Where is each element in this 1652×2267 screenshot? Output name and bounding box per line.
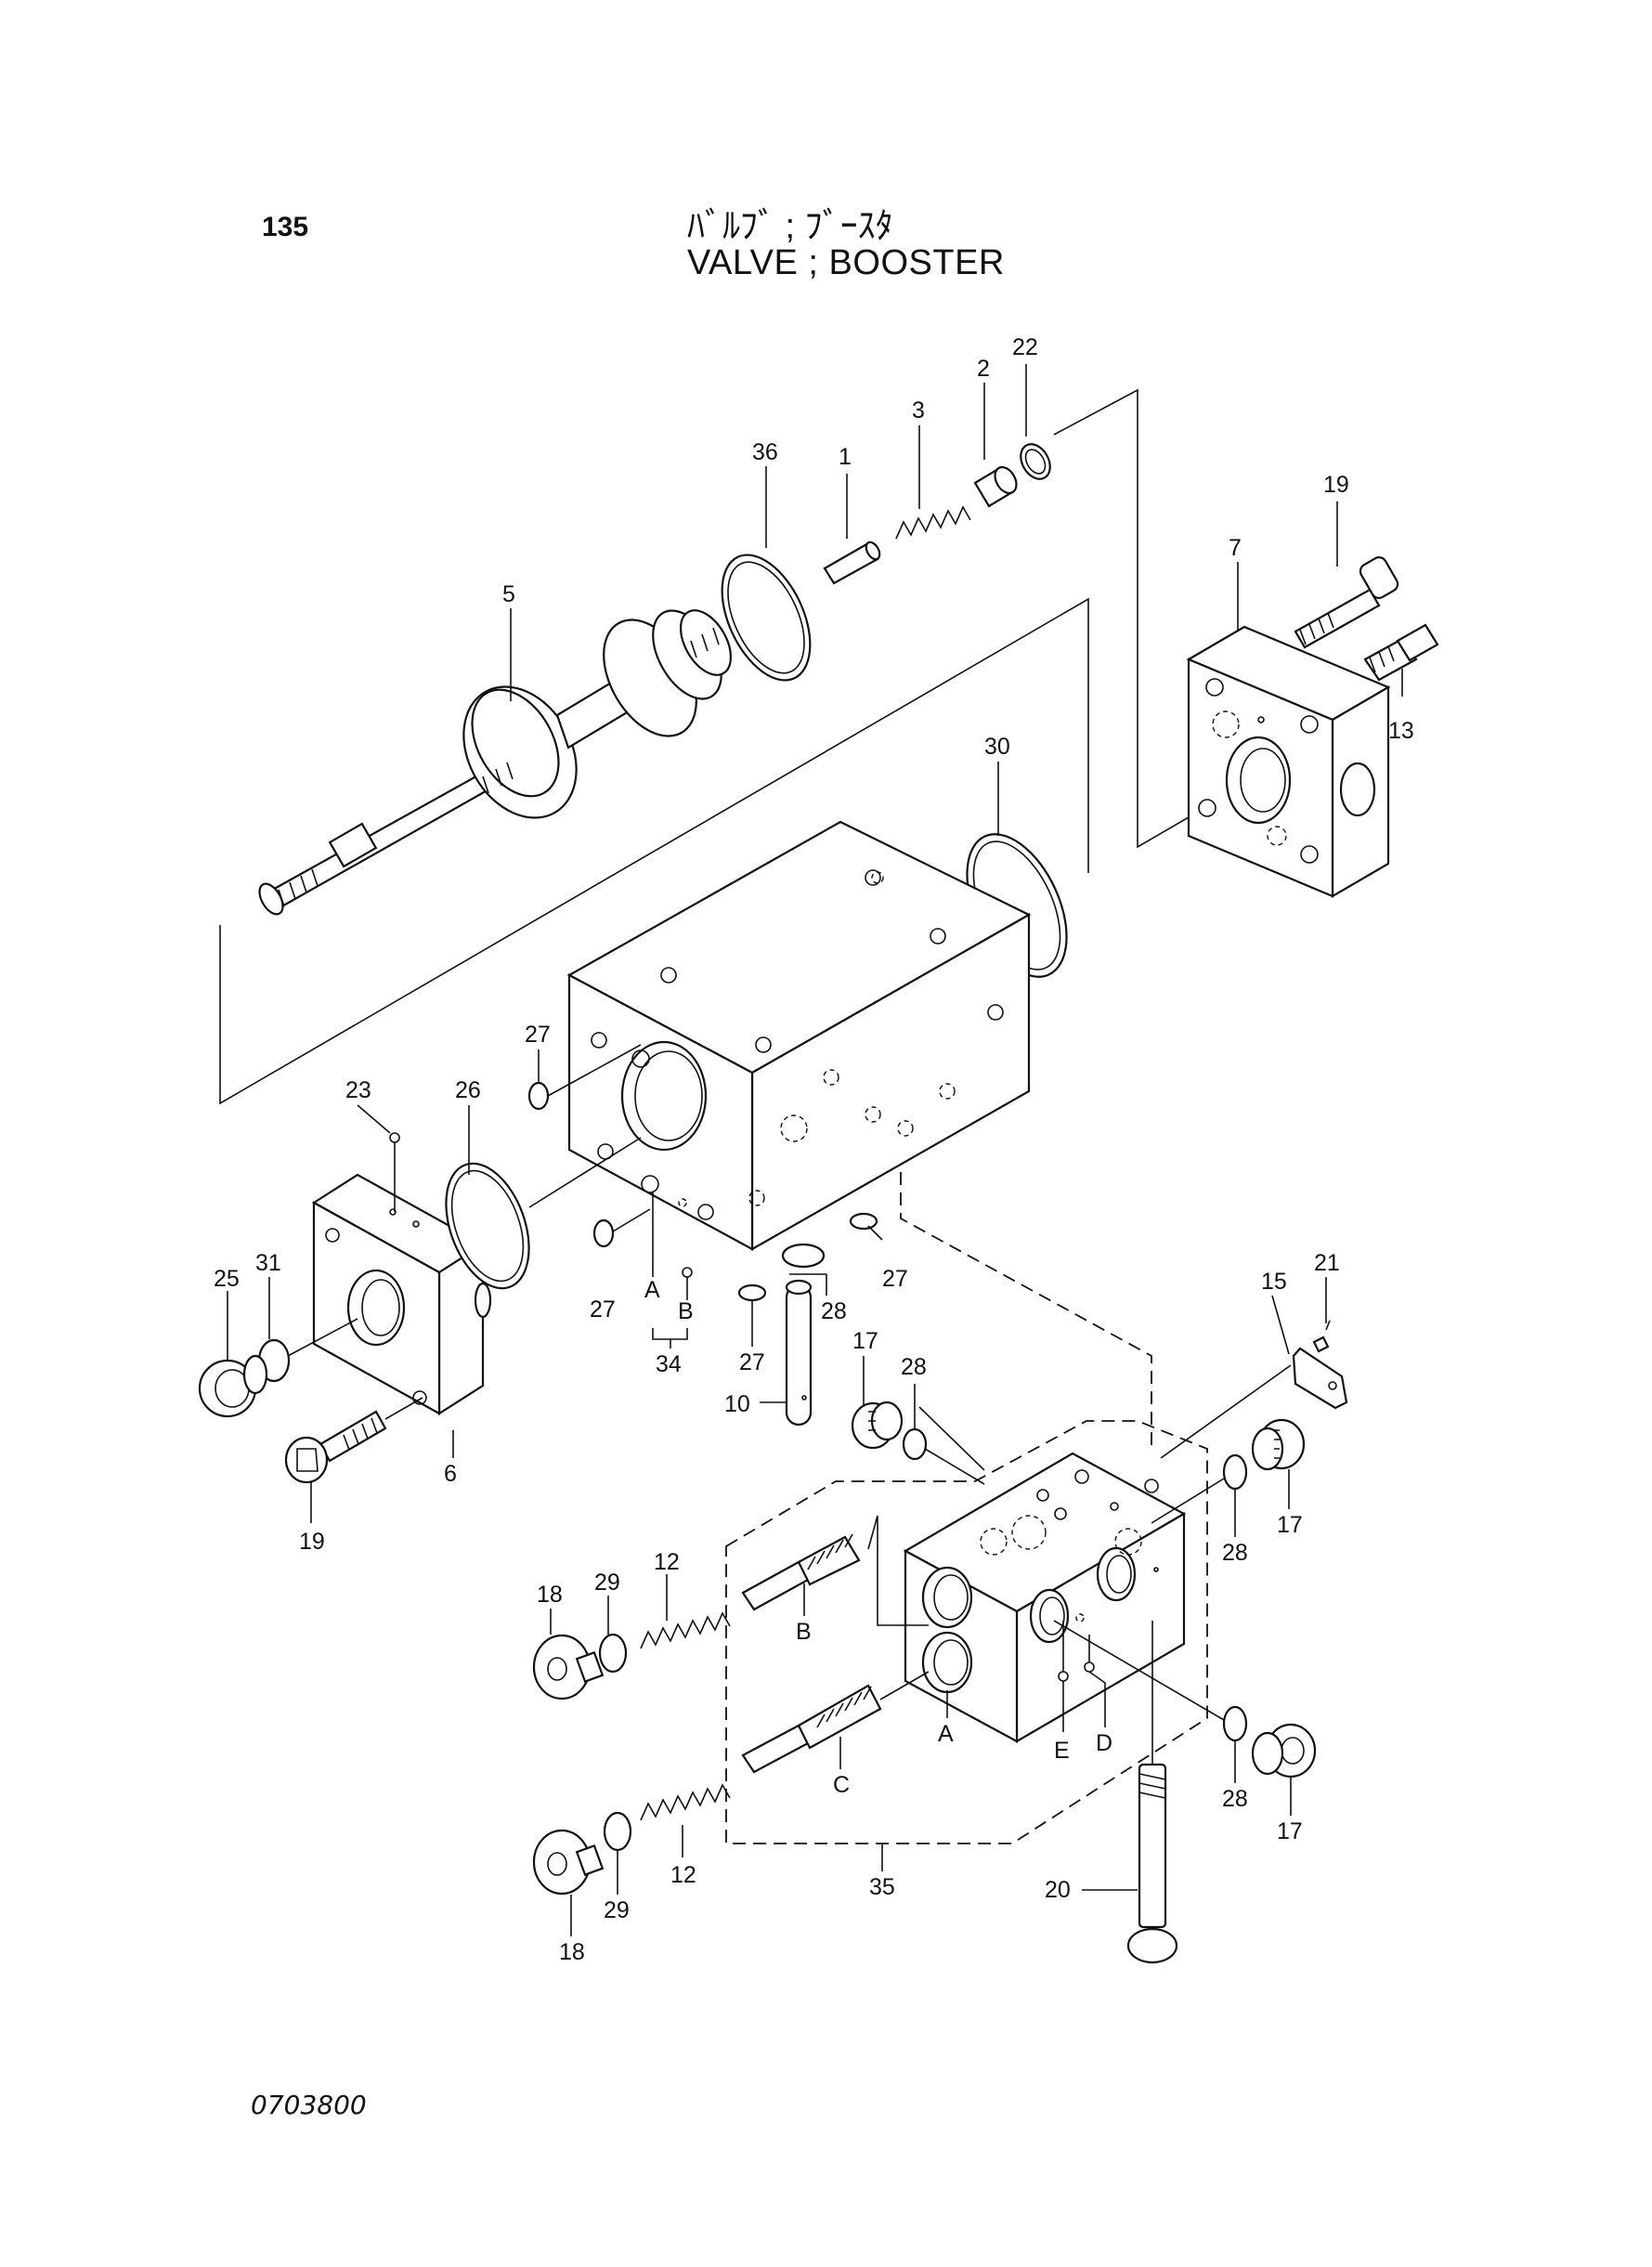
callout-2: 2 [977,356,990,382]
callout-19-lower: 19 [299,1529,325,1555]
bolt-part-20 [1126,1621,1178,1964]
spring-part-12-upper [640,1611,731,1649]
port-label-a-lower: A [938,1721,954,1747]
callout-5: 5 [502,581,515,607]
callout-15: 15 [1261,1269,1287,1295]
port-label-d: D [1096,1730,1112,1756]
port-label-e: E [1054,1738,1070,1764]
valve-assembly-boundary-part-35 [725,1420,1208,1844]
callout-20: 20 [1045,1877,1071,1903]
o-ring-part-28-b [1222,1453,1248,1491]
plug-part-17-right-upper [1251,1418,1306,1471]
callout-12-upper: 12 [654,1549,680,1575]
spring-part-3 [895,505,971,540]
callout-3: 3 [912,397,925,423]
callout-36: 36 [752,439,778,465]
callout-17-left: 17 [852,1328,878,1354]
callout-13: 13 [1388,718,1414,744]
o-ring-part-29-upper [598,1633,628,1674]
plug-part-17-left [851,1401,904,1450]
callout-27-d: 27 [882,1266,908,1292]
cap-block-part-7 [1186,625,1391,898]
callout-29-lower: 29 [604,1897,630,1923]
callout-31: 31 [255,1250,281,1276]
plug-part-18-lower [532,1829,605,1896]
o-ring-part-27-d [849,1212,878,1231]
main-body-block [566,820,1032,1251]
spool-port-b [741,1533,861,1611]
port-label-a-upper: A [644,1277,660,1303]
o-ring-part-27-a [527,1081,550,1111]
o-ring-part-28-c [902,1427,928,1461]
callout-10: 10 [724,1391,750,1417]
bolt-part-19-upper [1294,556,1399,649]
spool-port-c [741,1684,882,1774]
callout-17-right-lower: 17 [1277,1818,1303,1844]
pilot-connector-line [918,1406,985,1471]
plug-part-1 [823,541,881,585]
port-markers-main-body [652,1192,693,1348]
title-japanese: ﾊﾞﾙﾌﾞ ; ﾌﾞｰｽﾀ [687,207,893,246]
bolt-part-19-lower [284,1397,423,1484]
callout-34: 34 [656,1351,682,1377]
callout-19-upper: 19 [1323,472,1349,498]
assembly-line-cap [1053,388,1190,849]
o-ring-part-28-a [781,1243,826,1269]
ring-part-22 [1020,443,1051,480]
end-cover-part-6 [311,1173,492,1416]
callout-6: 6 [444,1461,457,1487]
callout-28-c: 28 [901,1354,927,1380]
assembly-line-pilot [900,1152,1152,1449]
page-number: 135 [262,212,309,242]
plug-part-17-right-lower [1251,1723,1317,1778]
callout-27-a: 27 [525,1022,551,1048]
o-ring-part-28-d [1222,1705,1248,1742]
callout-23: 23 [345,1077,371,1103]
port-label-c: C [833,1772,850,1798]
callout-1: 1 [839,444,852,470]
callout-leaders [227,364,1403,1936]
callout-26: 26 [455,1077,481,1103]
port-label-b-upper: B [678,1298,694,1324]
callout-29-upper: 29 [594,1570,620,1596]
title-english: VALVE ; BOOSTER [687,243,1005,282]
screw-part-21 [1312,1320,1331,1353]
o-ring-part-26 [445,1162,530,1290]
assembly-line-rod [219,597,1089,1105]
pin-part-10 [785,1279,813,1427]
callout-28-b: 28 [1222,1540,1248,1566]
o-ring-part-29-lower [603,1811,632,1852]
callout-35: 35 [869,1874,895,1900]
callout-21: 21 [1314,1250,1340,1276]
o-ring-part-27-c [737,1283,767,1302]
plug-part-18-upper [532,1634,605,1700]
callout-28-d: 28 [1222,1786,1248,1812]
o-ring-part-27-b [592,1218,615,1248]
o-ring-part-36 [721,554,812,682]
piston-rod-part-5 [258,609,733,916]
callout-17-right-upper: 17 [1277,1512,1303,1538]
fitting-part-13 [1363,623,1439,682]
callout-18-upper: 18 [537,1582,563,1608]
callout-30: 30 [984,734,1010,760]
port-label-b-lower: B [796,1619,812,1645]
callout-27-c: 27 [739,1349,765,1375]
spring-part-12-lower [640,1783,731,1821]
valve-block [903,1452,1187,1743]
callout-27-b: 27 [590,1296,616,1322]
plug-part-25 [198,1354,268,1418]
piston-part-2 [973,465,1018,508]
callout-25: 25 [214,1266,240,1292]
callout-22: 22 [1012,334,1038,360]
callout-28-a: 28 [821,1298,847,1324]
document-code: 0703800 [251,2090,367,2120]
callout-7: 7 [1229,535,1242,561]
callout-18-lower: 18 [559,1939,585,1965]
callout-labels: 1 2 3 22 36 5 19 7 13 30 27 23 26 25 31 … [214,334,1414,1965]
plate-part-15 [1160,1347,1348,1459]
callout-12-lower: 12 [670,1862,696,1888]
